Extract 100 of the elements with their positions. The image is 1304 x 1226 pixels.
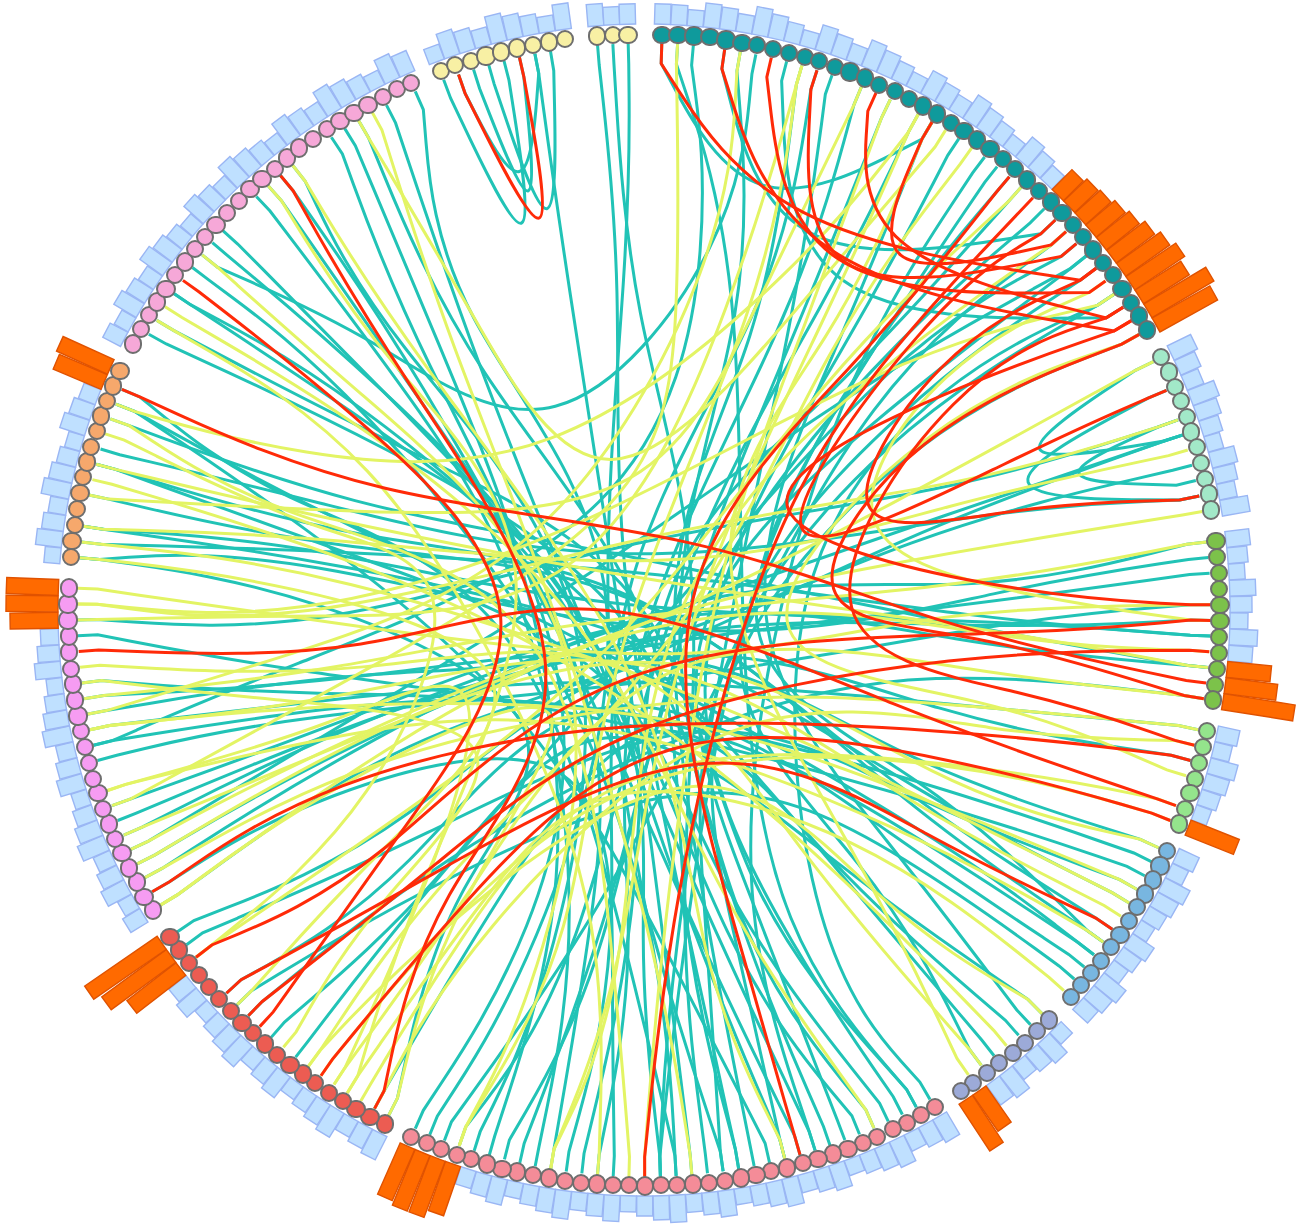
node-circle	[1210, 611, 1230, 630]
node-circle	[1138, 320, 1157, 340]
node-circle	[777, 1158, 797, 1178]
link-curve	[121, 388, 1207, 685]
node-circle	[1206, 531, 1225, 550]
node-circle	[779, 43, 799, 62]
link-curve	[88, 86, 863, 515]
node-circle	[870, 75, 889, 94]
link-curve	[806, 69, 1078, 280]
node-circle	[716, 30, 736, 50]
node-circle	[1209, 563, 1228, 582]
node-circle	[477, 1154, 496, 1174]
node-circle	[885, 82, 904, 101]
link-curve	[611, 43, 709, 1174]
node-circle	[539, 32, 559, 52]
node-circle	[748, 36, 767, 55]
link-curve	[195, 618, 1211, 959]
node-circle	[810, 52, 829, 71]
link-curve	[385, 104, 817, 1151]
link-curve	[117, 571, 1210, 822]
node-circle	[160, 927, 180, 947]
node-circle	[652, 25, 672, 44]
node-circle	[1177, 407, 1196, 426]
node-circle	[587, 26, 606, 46]
link-curve	[442, 60, 527, 225]
node-circle	[951, 1082, 970, 1101]
link-curve	[786, 319, 1211, 607]
node-circle	[684, 26, 704, 46]
node-circle	[59, 578, 78, 598]
node-circle	[508, 38, 527, 58]
node-circle	[587, 1174, 606, 1194]
node-circle	[1190, 753, 1209, 773]
node-circle	[447, 1145, 466, 1164]
node-circle	[1208, 547, 1227, 566]
node-circle	[731, 1168, 750, 1188]
node-circle	[1171, 392, 1191, 411]
node-circle	[1197, 722, 1217, 741]
node-circle	[1202, 500, 1221, 520]
link-curve	[225, 761, 1114, 995]
node-circle	[106, 829, 125, 848]
link-curve	[77, 292, 1116, 614]
node-circle	[524, 1166, 543, 1185]
link-curve	[143, 695, 1199, 880]
node-circle	[964, 1073, 983, 1092]
link-curve	[79, 556, 497, 1006]
node-circle	[62, 531, 82, 550]
link-curve	[106, 718, 1105, 944]
node-circle	[1180, 784, 1200, 803]
node-circle	[715, 1171, 734, 1190]
link-curve	[865, 267, 1200, 525]
link-curve	[221, 229, 662, 1177]
link-curve	[830, 333, 1205, 701]
node-circle	[732, 33, 752, 52]
node-circle	[1195, 469, 1214, 488]
node-circle	[793, 1154, 812, 1173]
link-curve	[191, 266, 725, 1172]
node-circle	[764, 39, 783, 58]
link-curve	[703, 137, 961, 1116]
node-circle	[635, 1176, 654, 1196]
node-circle	[555, 1171, 575, 1190]
link-curve	[159, 510, 1203, 907]
node-circle	[699, 1173, 718, 1192]
link-curve	[549, 113, 920, 1170]
node-circle	[402, 1127, 421, 1147]
node-circle	[603, 1175, 622, 1195]
link-curve	[182, 279, 503, 1028]
node-circle	[82, 437, 101, 456]
node-circle	[1207, 659, 1227, 678]
node-circle	[1119, 912, 1138, 931]
link-curve	[457, 56, 544, 220]
node-circle	[70, 483, 90, 503]
node-circle	[1199, 484, 1218, 504]
node-circle	[1194, 738, 1213, 757]
link-curve	[77, 633, 1146, 878]
node-circle	[1187, 438, 1206, 457]
link-curve	[92, 478, 1008, 1047]
link-curve	[848, 305, 1195, 747]
node-circle	[1101, 938, 1120, 957]
link-curve	[357, 119, 947, 461]
node-circle	[1209, 643, 1228, 662]
node-circle	[1159, 362, 1178, 382]
node-circle	[61, 659, 81, 678]
node-circle	[868, 1127, 887, 1146]
link-curve	[151, 721, 1191, 893]
link-curve	[211, 241, 861, 1135]
link-curve	[136, 360, 1155, 866]
node-circle	[700, 28, 720, 47]
node-circle	[1157, 842, 1177, 861]
node-circle	[795, 47, 814, 66]
link-curve	[279, 174, 548, 1110]
node-circle	[75, 738, 94, 757]
node-circle	[683, 1174, 702, 1194]
node-circle	[925, 1098, 944, 1117]
node-circle	[134, 887, 154, 906]
link-curve	[89, 702, 1138, 891]
link-curve	[79, 650, 983, 1067]
link-curve	[156, 319, 603, 1175]
node-circle	[492, 42, 511, 61]
node-circle	[446, 56, 465, 75]
node-circle	[83, 769, 103, 788]
